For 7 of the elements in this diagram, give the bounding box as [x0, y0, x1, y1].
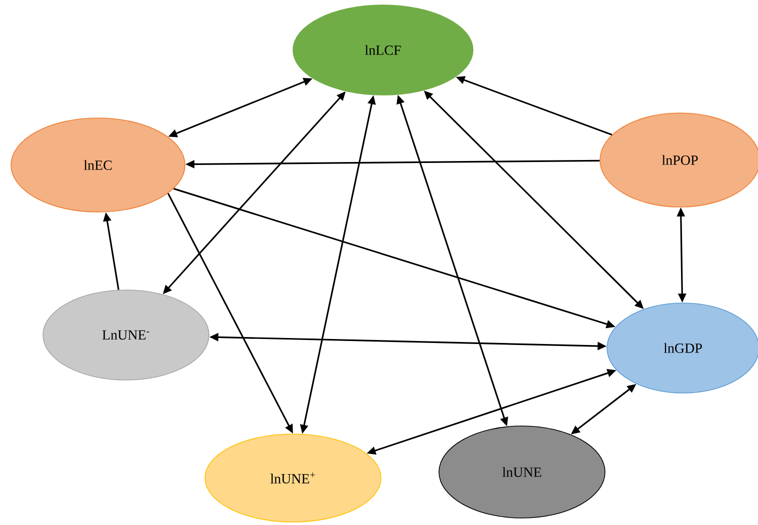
ellipse-node: lnLCF [292, 4, 474, 96]
ellipse-node: lnEC [10, 118, 186, 212]
ellipse-node: lnGDP [606, 302, 758, 394]
ellipse-node: lnUNE$^{+}$ [204, 434, 382, 522]
ellipse-node: LnUNE$^{-}$ [42, 290, 210, 380]
ellipse-node: lnPOP [600, 112, 758, 208]
ellipse-node: lnUNE [438, 426, 606, 518]
